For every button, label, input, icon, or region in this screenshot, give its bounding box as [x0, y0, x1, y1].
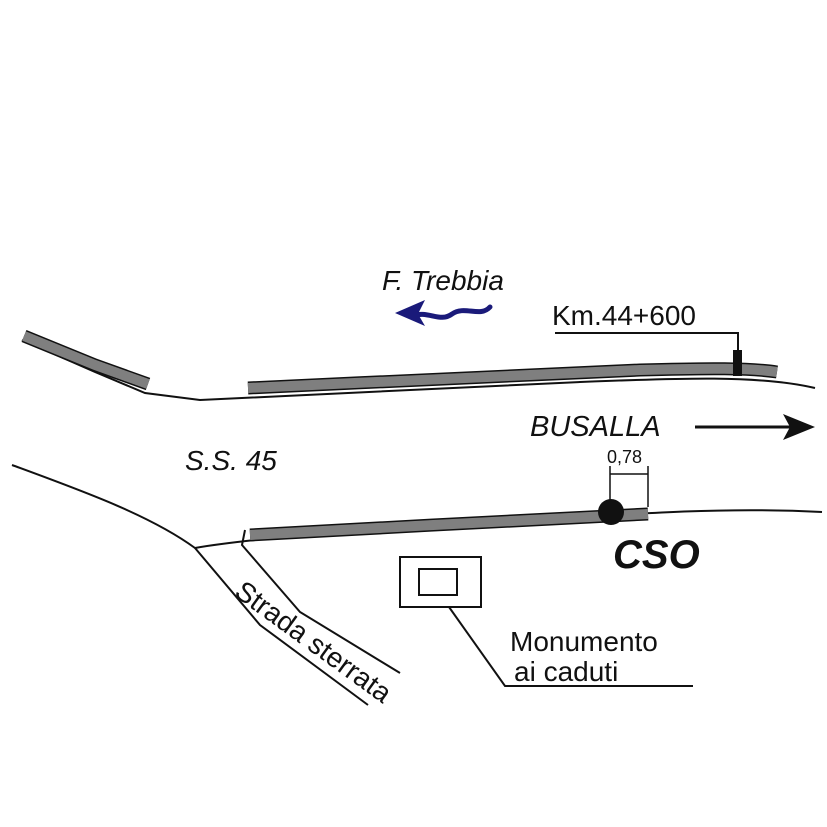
- monument-leader-line: [448, 606, 693, 687]
- road-south-edge: [11, 464, 823, 550]
- distance-label: 0,78: [607, 447, 642, 467]
- dirt-road-west-edge: [194, 547, 369, 706]
- river-arrow: [395, 300, 493, 326]
- kilometer-marker: [555, 332, 742, 376]
- river-label: F. Trebbia: [382, 265, 504, 296]
- monument-label-line2: ai caduti: [514, 656, 618, 687]
- dirt-road-label: Strada sterrata: [229, 575, 397, 709]
- kilometer-label: Km.44+600: [552, 300, 696, 331]
- guardrail-south: [249, 509, 649, 540]
- guardrail-northwest: [22, 331, 150, 389]
- guardrails: [21, 329, 778, 542]
- monument-symbol: [399, 556, 693, 687]
- kilometer-leader-line: [555, 332, 739, 350]
- station-point-icon: [598, 499, 624, 525]
- dirt-road: [194, 529, 401, 706]
- direction-arrowhead: [783, 414, 815, 440]
- direction-label: BUSALLA: [530, 411, 661, 443]
- river-wave: [409, 304, 493, 320]
- monument-inner-frame: [418, 568, 458, 596]
- dirt-road-east-edge: [240, 529, 401, 674]
- monument-label-line1: Monumento: [510, 626, 658, 657]
- road-north-edge: [21, 339, 816, 402]
- station-label: CSO: [613, 533, 700, 577]
- direction-arrow-icon: [695, 414, 815, 440]
- monument-outer-frame: [399, 556, 482, 608]
- road-label: S.S. 45: [185, 445, 277, 476]
- kilometer-post: [733, 350, 742, 376]
- river-arrowhead: [395, 300, 425, 326]
